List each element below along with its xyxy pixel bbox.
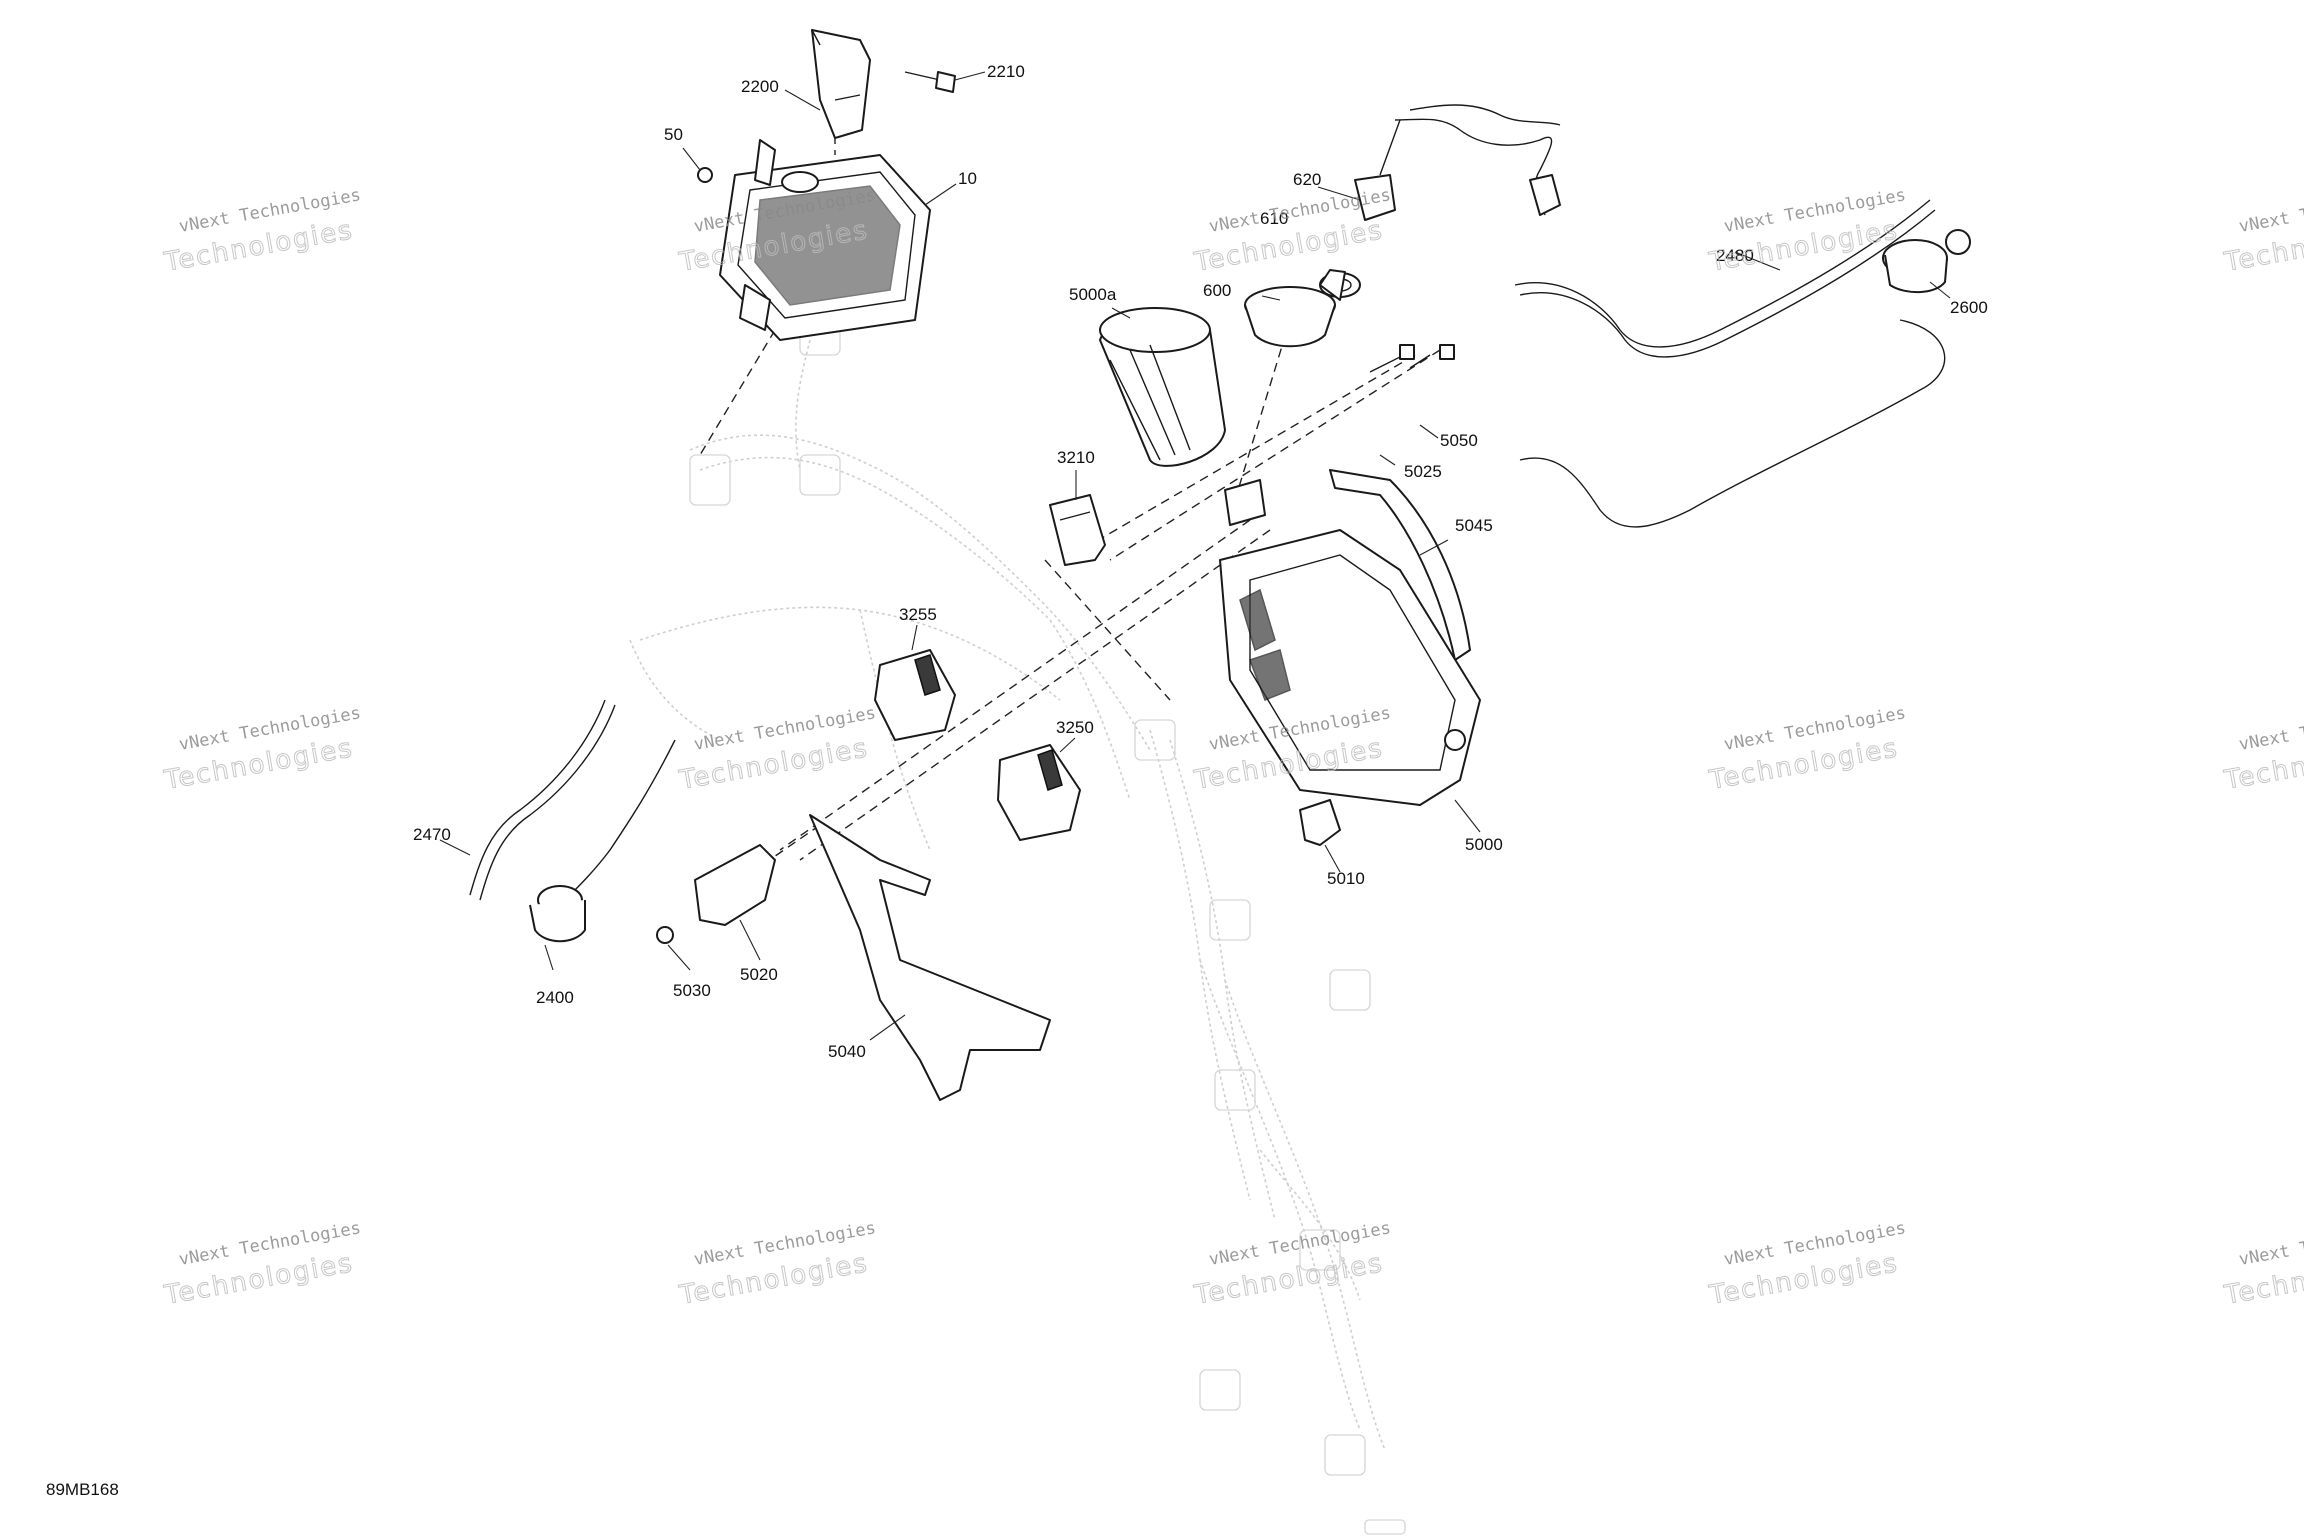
watermark: vNext Technologies Technologies [2221, 703, 2304, 796]
label-3255: 3255 [899, 605, 937, 624]
label-5000: 5000 [1465, 835, 1503, 854]
part-2210-screw [904, 71, 956, 93]
part-2400-switch [529, 885, 586, 943]
part-5040-bracket [809, 814, 1051, 1101]
watermark: vNext Technologies Technologies [1706, 703, 1907, 796]
label-2600: 2600 [1950, 298, 1988, 317]
diagram-code: 89MB168 [46, 1480, 119, 1499]
part-2480-cable [1514, 199, 1946, 528]
harness-background [629, 314, 1406, 1535]
part-10-module [719, 139, 931, 341]
part-3255-switch [874, 649, 956, 741]
label-5045: 5045 [1455, 516, 1493, 535]
label-50: 50 [664, 125, 683, 144]
label-10: 10 [958, 169, 977, 188]
assembly-lines [699, 105, 1441, 871]
watermark: vNext Technologies Technologies [1706, 185, 1907, 278]
part-620-lanyard [1319, 104, 1561, 298]
watermark: vNext Technologies Technologies [2221, 185, 2304, 278]
label-610: 610 [1260, 209, 1288, 228]
part-5030-nut [656, 926, 674, 944]
label-5025: 5025 [1404, 462, 1442, 481]
watermark: vNext Technologies Technologies [161, 185, 362, 278]
label-5010: 5010 [1327, 869, 1365, 888]
part-2200-sensor [811, 29, 871, 139]
watermark: vNext Technologies Technologies [161, 703, 362, 796]
watermark: vNext Technologies Technologies [161, 1218, 362, 1311]
svg-text:vNext Technologies: vNext Technologies [2237, 1218, 2304, 1270]
watermark: vNext Technologies Technologies [1191, 185, 1392, 278]
label-2200: 2200 [741, 77, 779, 96]
part-600-switch [1244, 269, 1346, 348]
part-3250-switch [997, 744, 1081, 841]
watermark: vNext Technologies Technologies [2221, 1218, 2304, 1311]
watermark: vNext Technologies Technologies [676, 1218, 877, 1311]
label-2480: 2480 [1716, 246, 1754, 265]
label-620: 620 [1293, 170, 1321, 189]
part-2470-cable [469, 699, 676, 901]
label-3250: 3250 [1056, 718, 1094, 737]
label-2400: 2400 [536, 988, 574, 1007]
part-50-screw [697, 167, 713, 183]
part-5050-bolts [1369, 344, 1455, 373]
label-3210: 3210 [1057, 448, 1095, 467]
label-2210: 2210 [987, 62, 1025, 81]
label-600: 600 [1203, 281, 1231, 300]
label-2470: 2470 [413, 825, 451, 844]
watermark: vNext Technologies Technologies [1706, 1218, 1907, 1311]
watermark: vNext Technologies Technologies [1191, 1218, 1392, 1311]
label-5040: 5040 [828, 1042, 866, 1061]
part-5000-ecu [1219, 479, 1481, 806]
part-3210-connector [1049, 494, 1106, 566]
label-5020: 5020 [740, 965, 778, 984]
part-5010-clip [1299, 799, 1341, 846]
svg-text:vNext Technologies: vNext Technologies [2237, 185, 2304, 237]
part-labels: 10 50 2200 2210 620 610 600 5000a 2480 2… [413, 62, 1988, 1061]
part-5020-bracket [694, 844, 776, 926]
leader-lines [439, 71, 1951, 1041]
label-5030: 5030 [673, 981, 711, 1000]
label-5000a: 5000a [1069, 285, 1117, 304]
label-5050: 5050 [1440, 431, 1478, 450]
watermarks: vNext Technologies Technologies vNext Te… [161, 185, 2304, 1311]
svg-text:vNext Technologies: vNext Technologies [2237, 703, 2304, 755]
watermark: vNext Technologies Technologies [676, 703, 877, 796]
part-5000a-filter [1099, 307, 1226, 467]
